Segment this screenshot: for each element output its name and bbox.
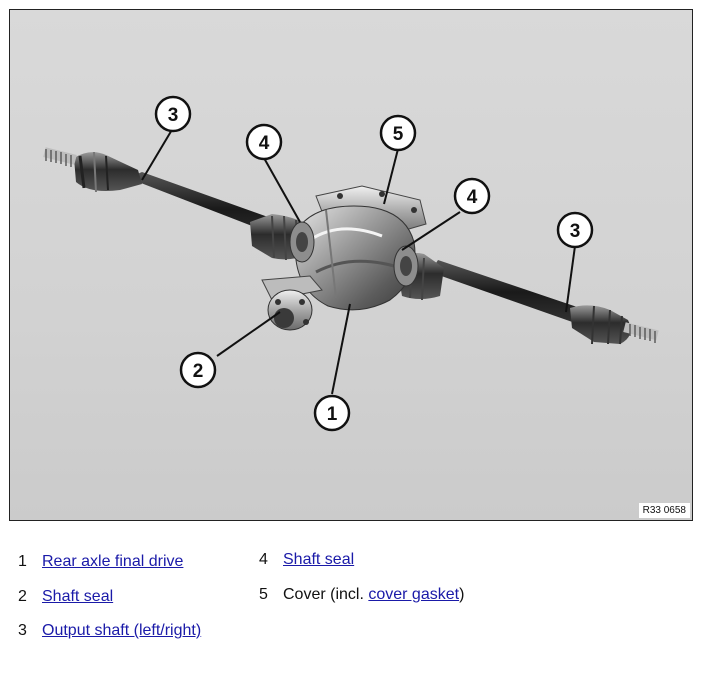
legend-number: 1 bbox=[18, 553, 27, 570]
callout-4-right: 4 bbox=[453, 177, 491, 215]
svg-text:3: 3 bbox=[168, 105, 179, 126]
legend-number: 4 bbox=[259, 551, 268, 568]
svg-text:4: 4 bbox=[259, 133, 270, 154]
callout-5: 5 bbox=[379, 114, 417, 152]
callout-1: 1 bbox=[313, 394, 351, 432]
svg-text:1: 1 bbox=[327, 404, 338, 425]
svg-text:5: 5 bbox=[393, 124, 404, 145]
legend-link-shaft-seal-2[interactable]: Shaft seal bbox=[283, 551, 355, 568]
legend-number: 2 bbox=[18, 588, 27, 605]
callout-leaders bbox=[141, 127, 576, 395]
legend-number: 5 bbox=[259, 586, 268, 603]
right-output-shaft bbox=[396, 252, 659, 345]
left-output-shaft bbox=[43, 147, 310, 261]
legend-text-cover-suffix: ) bbox=[459, 586, 465, 603]
callout-3-left: 3 bbox=[154, 95, 192, 133]
legend-link-shaft-seal[interactable]: Shaft seal bbox=[42, 588, 114, 605]
legend-link-cover-gasket[interactable]: cover gasket bbox=[368, 586, 460, 603]
parts-legend: 1 Rear axle final drive 2 Shaft seal 3 Outp… bbox=[0, 540, 704, 660]
callout-2: 2 bbox=[179, 351, 217, 389]
diagram-figure: 3 4 5 4 3 2 1 R33 0658 bbox=[9, 9, 693, 521]
axle-illustration: 3 4 5 4 3 2 1 bbox=[43, 95, 659, 432]
svg-text:2: 2 bbox=[193, 361, 204, 382]
svg-text:4: 4 bbox=[467, 187, 478, 208]
callout-4-left: 4 bbox=[245, 123, 283, 161]
final-drive-housing bbox=[261, 185, 427, 331]
figure-reference-code: R33 0658 bbox=[638, 503, 690, 518]
svg-text:3: 3 bbox=[570, 221, 581, 242]
callout-3-right: 3 bbox=[556, 211, 594, 249]
legend-item-5: 5 Cover (incl. cover gasket) bbox=[259, 585, 464, 605]
legend-item-2: 2 Shaft seal bbox=[18, 587, 113, 607]
legend-link-rear-axle-final-drive[interactable]: Rear axle final drive bbox=[42, 553, 184, 570]
legend-item-1: 1 Rear axle final drive bbox=[18, 552, 183, 572]
legend-item-3: 3 Output shaft (left/right) bbox=[18, 621, 201, 641]
legend-link-output-shaft[interactable]: Output shaft (left/right) bbox=[42, 622, 202, 639]
legend-number: 3 bbox=[18, 622, 27, 639]
legend-item-4: 4 Shaft seal bbox=[259, 550, 354, 570]
legend-text-cover-prefix: Cover (incl. bbox=[283, 586, 369, 603]
